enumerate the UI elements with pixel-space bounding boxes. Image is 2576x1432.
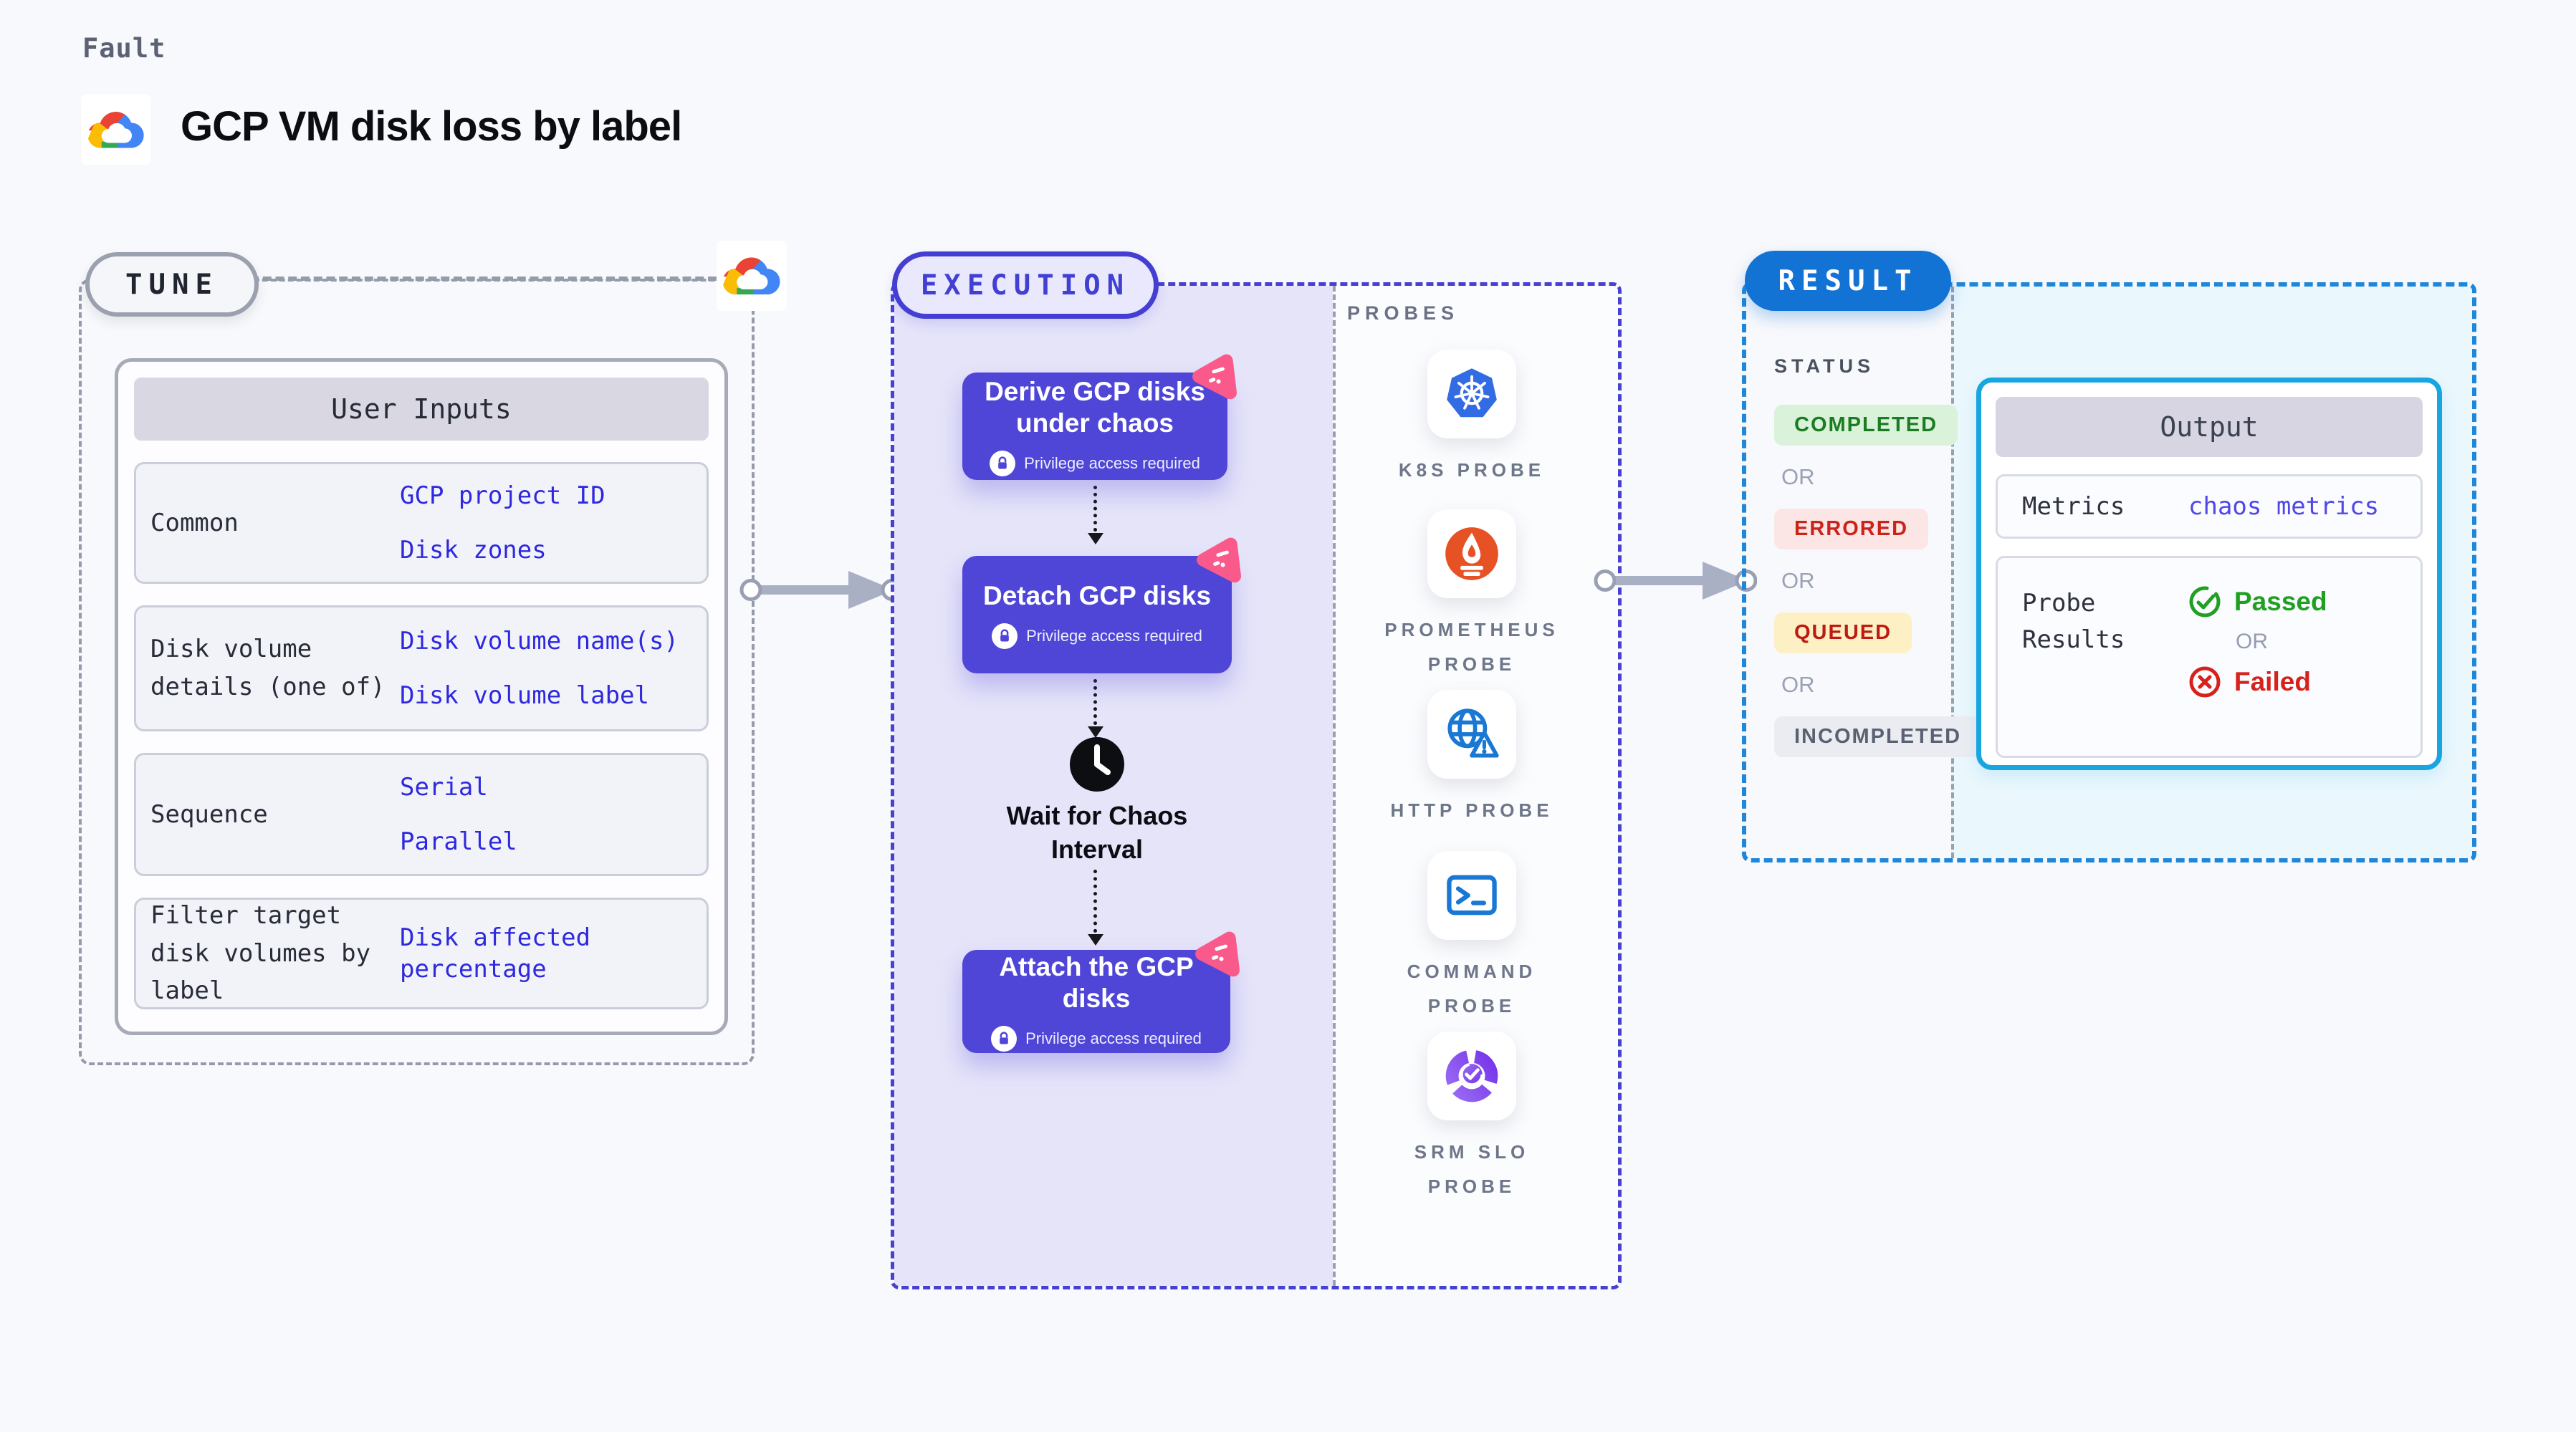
status-badge-errored: ERRORED — [1774, 509, 1929, 549]
gcp-cloud-icon — [719, 249, 784, 303]
probe-item-prometheus: PROMETHEUS PROBE — [1382, 509, 1561, 681]
probe-item-http: HTTP PROBE — [1382, 690, 1561, 827]
input-label: Common — [150, 508, 239, 537]
probe-label: HTTP PROBE — [1390, 799, 1553, 821]
execution-badge: EXECUTION — [892, 251, 1159, 319]
input-value: Disk affected percentage — [400, 923, 591, 984]
flow-arrow-tune-to-execution — [739, 571, 903, 609]
or-label: OR — [1781, 672, 1815, 697]
user-inputs-title: User Inputs — [134, 378, 709, 441]
kubernetes-icon — [1427, 350, 1516, 438]
flow-arrowhead — [1088, 533, 1103, 544]
input-row-sequence: Sequence Serial Parallel — [134, 753, 709, 876]
failed-x-icon — [2189, 666, 2221, 698]
step-attach-gcp-disks: Attach the GCP disks Privilege access re… — [962, 931, 1240, 1053]
status-title: STATUS — [1774, 355, 1874, 377]
probe-item-k8s: K8S PROBE — [1382, 350, 1561, 487]
input-value: Disk volume label — [400, 681, 649, 710]
http-globe-icon — [1427, 690, 1516, 779]
tune-badge: TUNE — [85, 252, 259, 317]
input-row-disk-volume-details: Disk volume details (one of) Disk volume… — [134, 605, 709, 731]
privilege-chip: Privilege access required — [992, 623, 1202, 649]
fault-kicker: Fault — [82, 33, 166, 64]
input-label: Sequence — [150, 799, 268, 829]
flow-arrowhead — [1088, 726, 1103, 738]
flow-dotted-line — [1093, 870, 1097, 933]
lock-icon — [991, 1025, 1018, 1052]
lock-icon — [990, 450, 1016, 476]
input-label: Filter target disk volumes by label — [150, 900, 371, 1006]
page-title: GCP VM disk loss by label — [181, 103, 682, 150]
tune-dashed-connector — [250, 277, 717, 281]
metrics-value: chaos metrics — [2188, 492, 2380, 521]
metrics-label: Metrics — [2022, 491, 2125, 521]
prometheus-icon — [1427, 509, 1516, 598]
output-title: Output — [1996, 397, 2423, 457]
probe-label: K8S PROBE — [1398, 459, 1546, 481]
terminal-icon — [1427, 851, 1516, 940]
clock-icon — [1069, 736, 1125, 796]
privilege-chip-label: Privilege access required — [1026, 626, 1202, 645]
output-card: Output Metrics chaos metrics Probe Resul… — [1976, 378, 2442, 770]
probe-item-command: COMMAND PROBE — [1382, 851, 1561, 1023]
chaos-flag-icon — [1184, 927, 1246, 988]
probe-label: PROMETHEUS PROBE — [1384, 619, 1559, 676]
privilege-chip: Privilege access required — [991, 1025, 1202, 1052]
flow-dotted-line — [1093, 679, 1097, 725]
probe-label: COMMAND PROBE — [1407, 961, 1537, 1017]
gcp-logo-node — [717, 241, 787, 311]
probes-title: PROBES — [1347, 302, 1460, 324]
passed-check-icon — [2189, 586, 2221, 618]
input-value: Disk zones — [400, 536, 547, 564]
input-value: Disk volume name(s) — [400, 626, 679, 655]
step-derive-gcp-disks: Derive GCP disks under chaos Privilege a… — [962, 354, 1237, 480]
input-row-filter-by-label: Filter target disk volumes by label Disk… — [134, 898, 709, 1009]
gcp-cloud-icon — [85, 103, 148, 156]
step-title: Detach GCP disks — [982, 581, 1212, 611]
input-label: Disk volume details (one of) — [150, 635, 386, 701]
passed-label: Passed — [2234, 587, 2327, 616]
wait-step-label: Wait for Chaos Interval — [1006, 801, 1188, 864]
step-title: Attach the GCP disks — [999, 952, 1194, 1013]
step-title: Derive GCP disks under chaos — [985, 377, 1205, 438]
failed-label: Failed — [2234, 667, 2311, 696]
step-detach-gcp-disks: Detach GCP disks Privilege access requir… — [962, 537, 1241, 673]
status-column: STATUS COMPLETED OR ERRORED OR QUEUED OR… — [1774, 355, 1982, 757]
lock-icon — [992, 623, 1018, 649]
probe-results-label: Probe Results — [2022, 589, 2125, 654]
input-value: Parallel — [400, 827, 517, 856]
privilege-chip-label: Privilege access required — [1025, 1029, 1202, 1047]
chaos-flag-icon — [1182, 350, 1243, 410]
probe-item-srm-slo: SRM SLO PROBE — [1382, 1032, 1561, 1203]
privilege-chip: Privilege access required — [990, 450, 1200, 476]
or-label: OR — [2236, 630, 2268, 653]
flow-dotted-line — [1093, 486, 1097, 532]
chaos-flag-icon — [1186, 533, 1248, 594]
result-badge: RESULT — [1745, 251, 1951, 311]
input-value: GCP project ID — [400, 481, 605, 510]
output-row-probe-results: Probe Results Passed OR Failed — [1996, 556, 2423, 758]
or-label: OR — [1781, 568, 1815, 593]
flow-arrowhead — [1088, 934, 1103, 946]
flow-arrow-execution-to-result — [1594, 562, 1757, 600]
status-badge-queued: QUEUED — [1774, 612, 1912, 653]
privilege-chip-label: Privilege access required — [1024, 453, 1200, 472]
status-badge-completed: COMPLETED — [1774, 405, 1958, 446]
or-label: OR — [1781, 464, 1815, 489]
srm-slo-icon — [1427, 1032, 1516, 1120]
input-row-common: Common GCP project ID Disk zones — [134, 462, 709, 584]
output-row-metrics: Metrics chaos metrics — [1996, 474, 2423, 539]
status-badge-incompleted: INCOMPLETED — [1774, 716, 1982, 757]
user-inputs-table: User Inputs Common GCP project ID Disk z… — [115, 358, 728, 1035]
gcp-logo-card — [81, 95, 151, 165]
input-value: Serial — [400, 772, 488, 802]
probe-label: SRM SLO PROBE — [1414, 1141, 1530, 1198]
